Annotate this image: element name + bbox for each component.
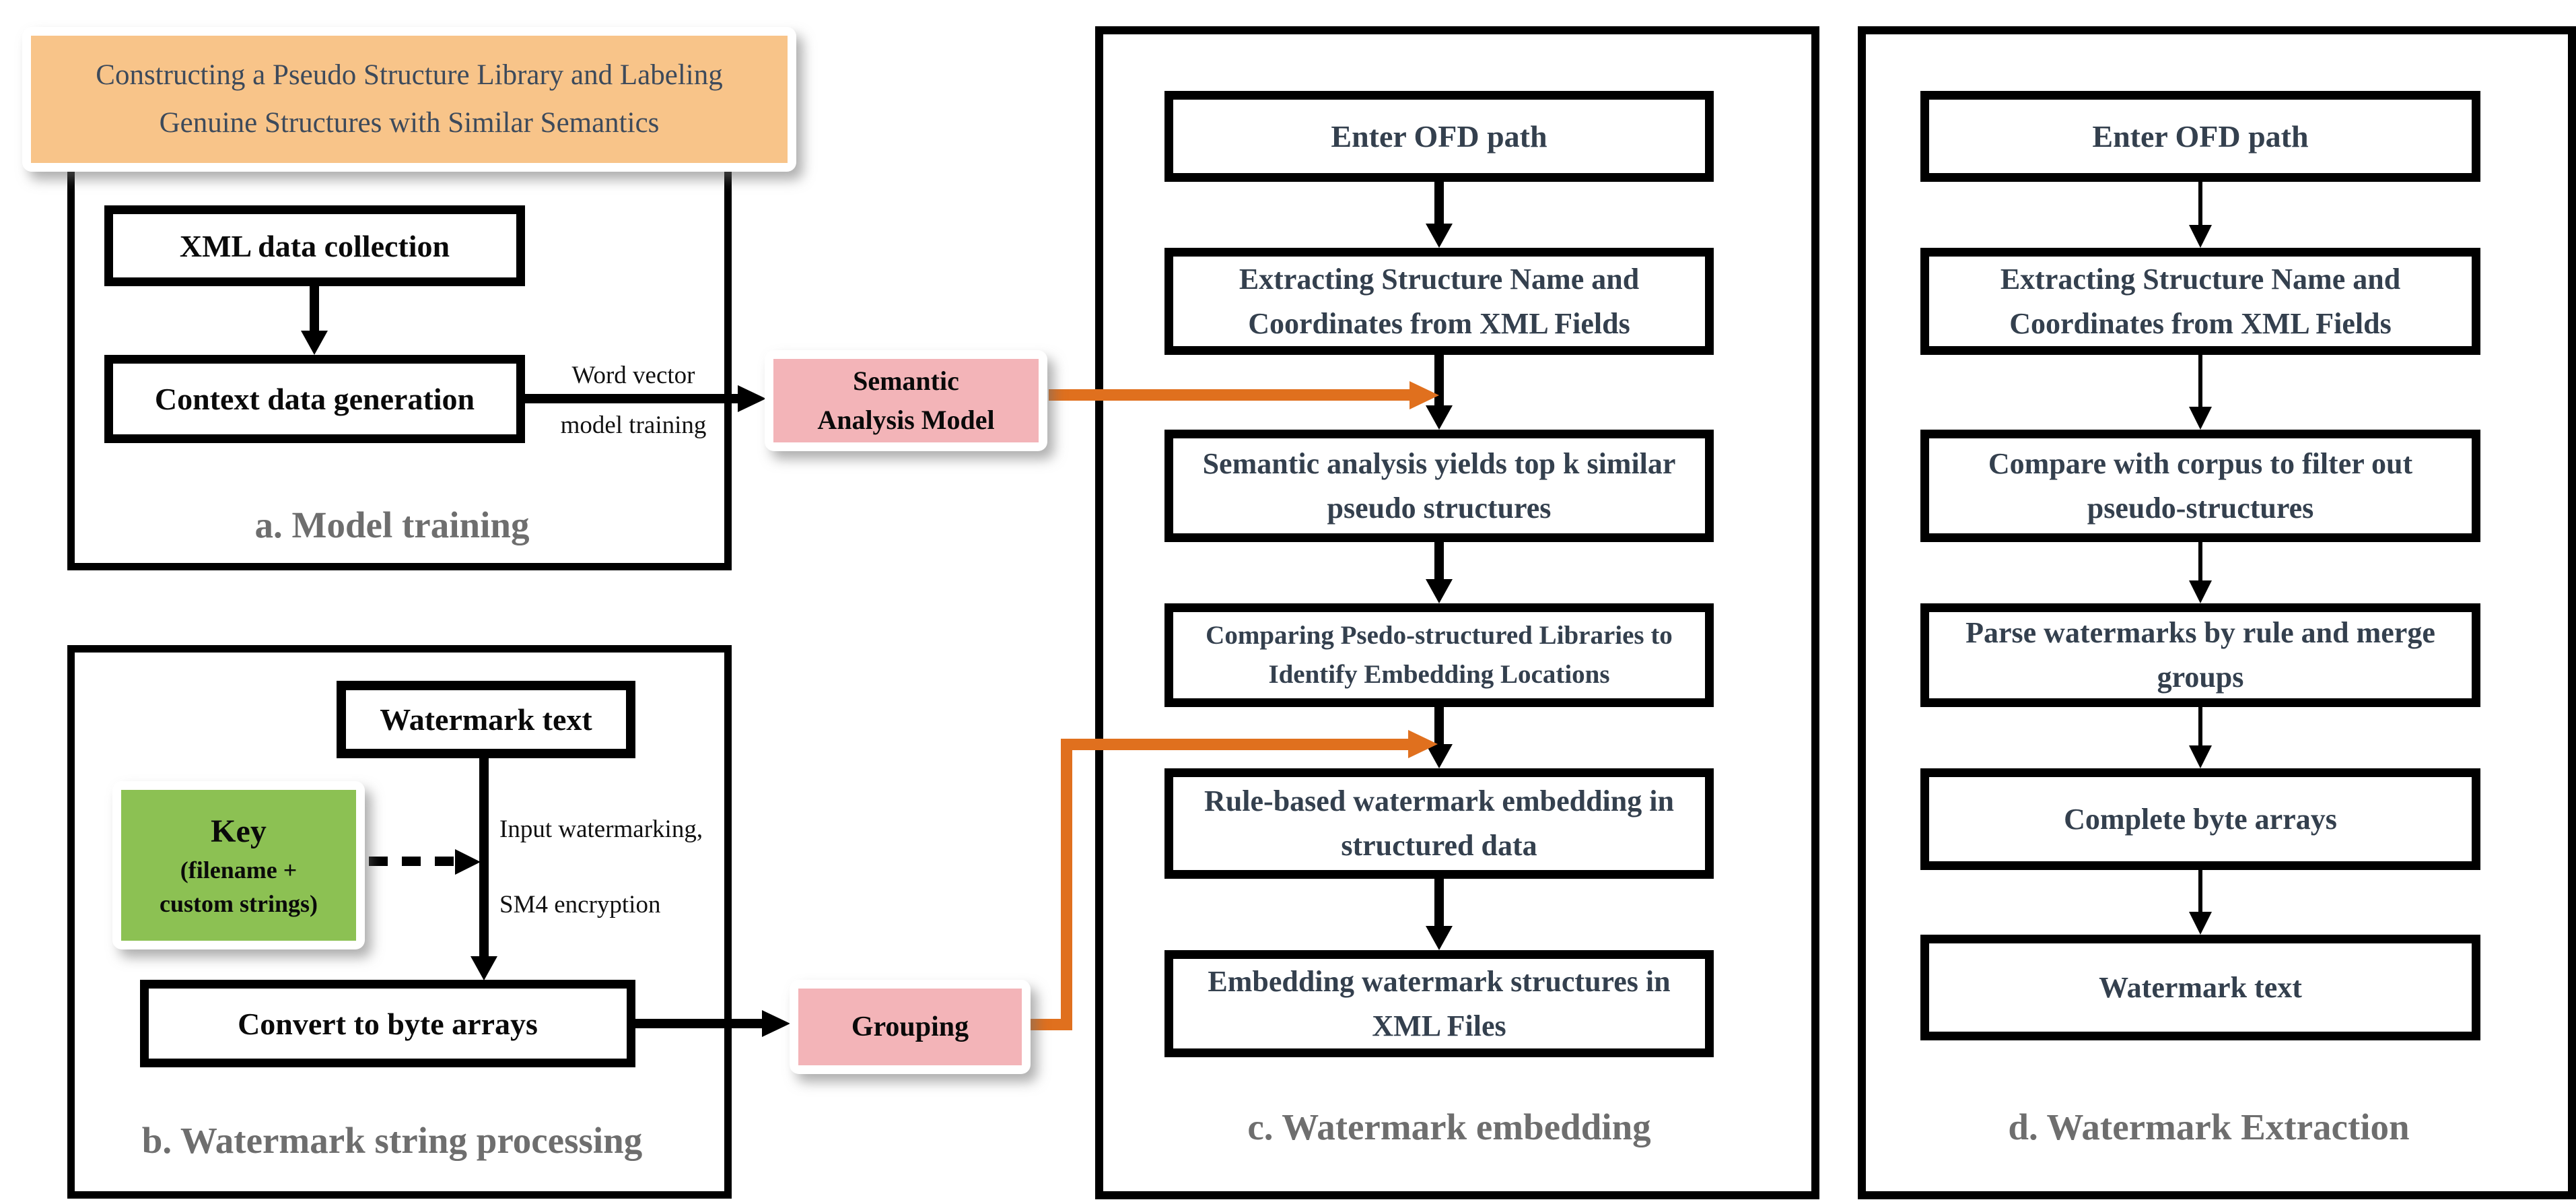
arrow-head [2189,580,2212,603]
panel-d-border [1858,26,2576,1199]
arrow-head [471,956,497,980]
box-convert-to-byte-arrays: Convert to byte arrays [140,980,635,1067]
arrow-head [2189,745,2212,768]
step-complete-byte-arrays-d: Complete byte arrays [1920,768,2480,870]
step-watermark-text-d: Watermark text [1920,935,2480,1040]
label-sm4-encryption: SM4 encryption [499,891,661,919]
arrow-shaft [525,394,740,403]
header-fill: Constructing a Pseudo Structure Library … [31,36,788,163]
arrow-shaft [1434,879,1444,927]
step-rule-based-c: Rule-based watermark embedding in struct… [1164,768,1714,879]
label-input-watermarking: Input watermarking, [499,815,703,843]
arrow-shaft [2198,870,2202,913]
arrow-shaft [635,1019,765,1028]
step-comparing-c: Comparing Psedo-structured Libraries to … [1164,603,1714,707]
arrow-shaft [1434,542,1444,580]
panel-c-border [1095,26,1819,1199]
arrow-shaft [2198,182,2202,226]
dashed-arrow-shaft [369,857,454,866]
arrow-head [738,385,766,412]
arrow-head [1426,405,1453,430]
word-vector-line: Word vector [571,362,695,389]
key-line3: custom strings) [160,890,318,918]
arrow-shaft [310,286,319,332]
arrow-shaft [2198,542,2202,582]
dashed-arrow-head [455,849,481,875]
arrow-head [1426,926,1453,950]
step-enter-ofd-path-c: Enter OFD path [1164,91,1714,182]
orange-arrow-shaft [1049,389,1412,401]
grouping-fill: Grouping [798,989,1022,1065]
arrow-shaft [479,758,489,958]
caption-watermark-extraction: d. Watermark Extraction [2008,1106,2410,1147]
arrow-head [1426,579,1453,603]
caption-watermark-string-processing: b. Watermark string processing [141,1120,643,1161]
arrow-head [301,331,328,355]
header-card: Constructing a Pseudo Structure Library … [22,27,796,172]
header-title: Constructing a Pseudo Structure Library … [96,59,723,139]
orange-arrow-horizontal [1061,739,1411,750]
arrow-head [762,1010,790,1037]
label-word-vector-model-training: Word vector model training [535,361,732,440]
semantic-model-label-line1: Semantic [853,366,959,396]
arrow-shaft [2198,707,2202,747]
caption-model-training: a. Model training [254,504,530,545]
orange-arrow-head [1409,381,1439,409]
box-xml-data-collection: XML data collection [104,205,525,286]
grouping-label: Grouping [851,1011,969,1042]
arrow-head [1426,224,1453,248]
step-semantic-analysis-c: Semantic analysis yields top k similar p… [1164,430,1714,542]
node-grouping: Grouping [790,980,1031,1074]
arrow-head [2189,912,2212,935]
arrow-head [2189,407,2212,430]
semantic-model-fill: Semantic Analysis Model [773,359,1039,442]
orange-arrow-head [1408,730,1438,758]
caption-watermark-embedding: c. Watermark embedding [1247,1106,1651,1147]
orange-arrow-vertical [1061,739,1072,1030]
key-fill: Key (filename + custom strings) [121,790,356,941]
arrow-shaft [1434,182,1444,225]
step-parse-watermarks-d: Parse watermarks by rule and merge group… [1920,603,2480,707]
box-context-data-generation: Context data generation [104,355,525,443]
model-training-line: model training [560,411,707,439]
key-title: Key [211,813,267,850]
step-embedding-c: Embedding watermark structures in XML Fi… [1164,950,1714,1057]
node-semantic-analysis-model: Semantic Analysis Model [765,350,1047,451]
step-extracting-d: Extracting Structure Name and Coordinate… [1920,248,2480,355]
arrow-head [2189,225,2212,248]
node-key: Key (filename + custom strings) [112,781,365,949]
step-compare-corpus-d: Compare with corpus to filter out pseudo… [1920,430,2480,542]
panel-b-border [67,645,732,1199]
step-enter-ofd-path-d: Enter OFD path [1920,91,2480,182]
key-line2: (filename + [180,857,298,884]
arrow-shaft [2198,355,2202,408]
step-extracting-c: Extracting Structure Name and Coordinate… [1164,248,1714,355]
semantic-model-label-line2: Analysis Model [817,405,995,435]
box-watermark-text: Watermark text [337,681,635,758]
